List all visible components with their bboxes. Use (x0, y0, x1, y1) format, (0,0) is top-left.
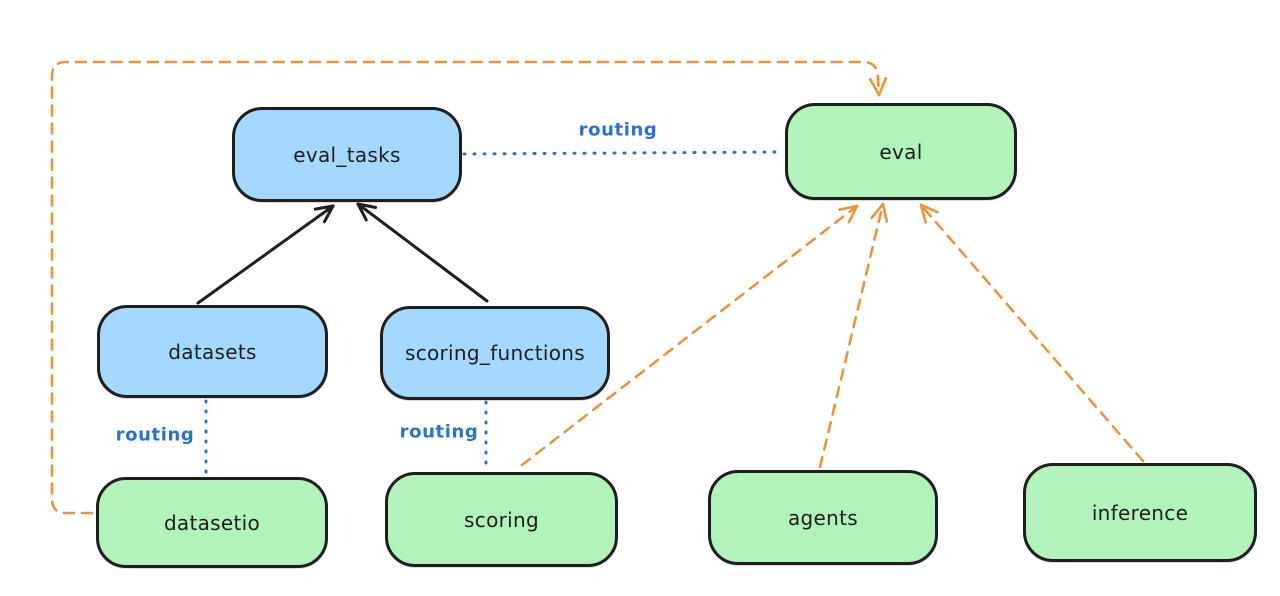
node-label-eval: eval (879, 139, 923, 164)
edge-label-routing-mid: routing (396, 421, 482, 443)
arrowhead-datasetio-to-eval-loop (868, 77, 881, 97)
node-datasets: datasets (97, 305, 328, 398)
arrowhead-inference-to-eval (919, 203, 928, 224)
node-agents: agents (708, 470, 938, 565)
node-label-inference: inference (1091, 500, 1189, 525)
arrowhead-agents-to-eval (881, 202, 889, 223)
node-label-agents: agents (788, 505, 858, 530)
arrowhead-inference-to-eval (919, 203, 939, 214)
node-label-eval_tasks: eval_tasks (293, 142, 401, 167)
node-eval_tasks: eval_tasks (232, 107, 462, 202)
edge-agents-to-eval (818, 202, 885, 469)
node-eval: eval (785, 103, 1017, 200)
node-scoring: scoring (385, 472, 618, 567)
node-scoring_functions: scoring_functions (380, 306, 610, 400)
arrowhead-datasets-to-eval_tasks (322, 204, 335, 224)
arrowhead-datasets-to-eval_tasks (313, 204, 335, 211)
arrowhead-scoring_functions-to-eval_tasks (356, 202, 368, 222)
arrowhead-agents-to-eval (870, 202, 885, 220)
arrowhead-scoring_functions-to-eval_tasks (356, 202, 378, 209)
arrowhead-scoring-to-eval (838, 204, 859, 212)
node-datasetio: datasetio (96, 477, 328, 568)
edge-scoring-to-eval (520, 204, 859, 467)
node-label-datasets: datasets (168, 339, 257, 364)
node-inference: inference (1023, 463, 1257, 562)
arrowhead-scoring-to-eval (847, 204, 859, 224)
node-label-scoring_functions: scoring_functions (404, 341, 586, 365)
node-label-datasetio: datasetio (163, 510, 261, 535)
arrowhead-datasetio-to-eval-loop (877, 77, 888, 97)
edge-eval_tasks-to-eval-routing (462, 150, 785, 156)
edge-datasetio-to-eval-loop (50, 60, 881, 515)
edge-label-routing-top: routing (575, 119, 661, 141)
edge-datasets-to-eval_tasks (196, 204, 335, 305)
edge-scoring_functions-to-eval_tasks (356, 202, 489, 303)
node-label-scoring: scoring (464, 507, 539, 532)
edge-label-routing-left: routing (112, 424, 198, 446)
edge-inference-to-eval (919, 203, 1145, 463)
